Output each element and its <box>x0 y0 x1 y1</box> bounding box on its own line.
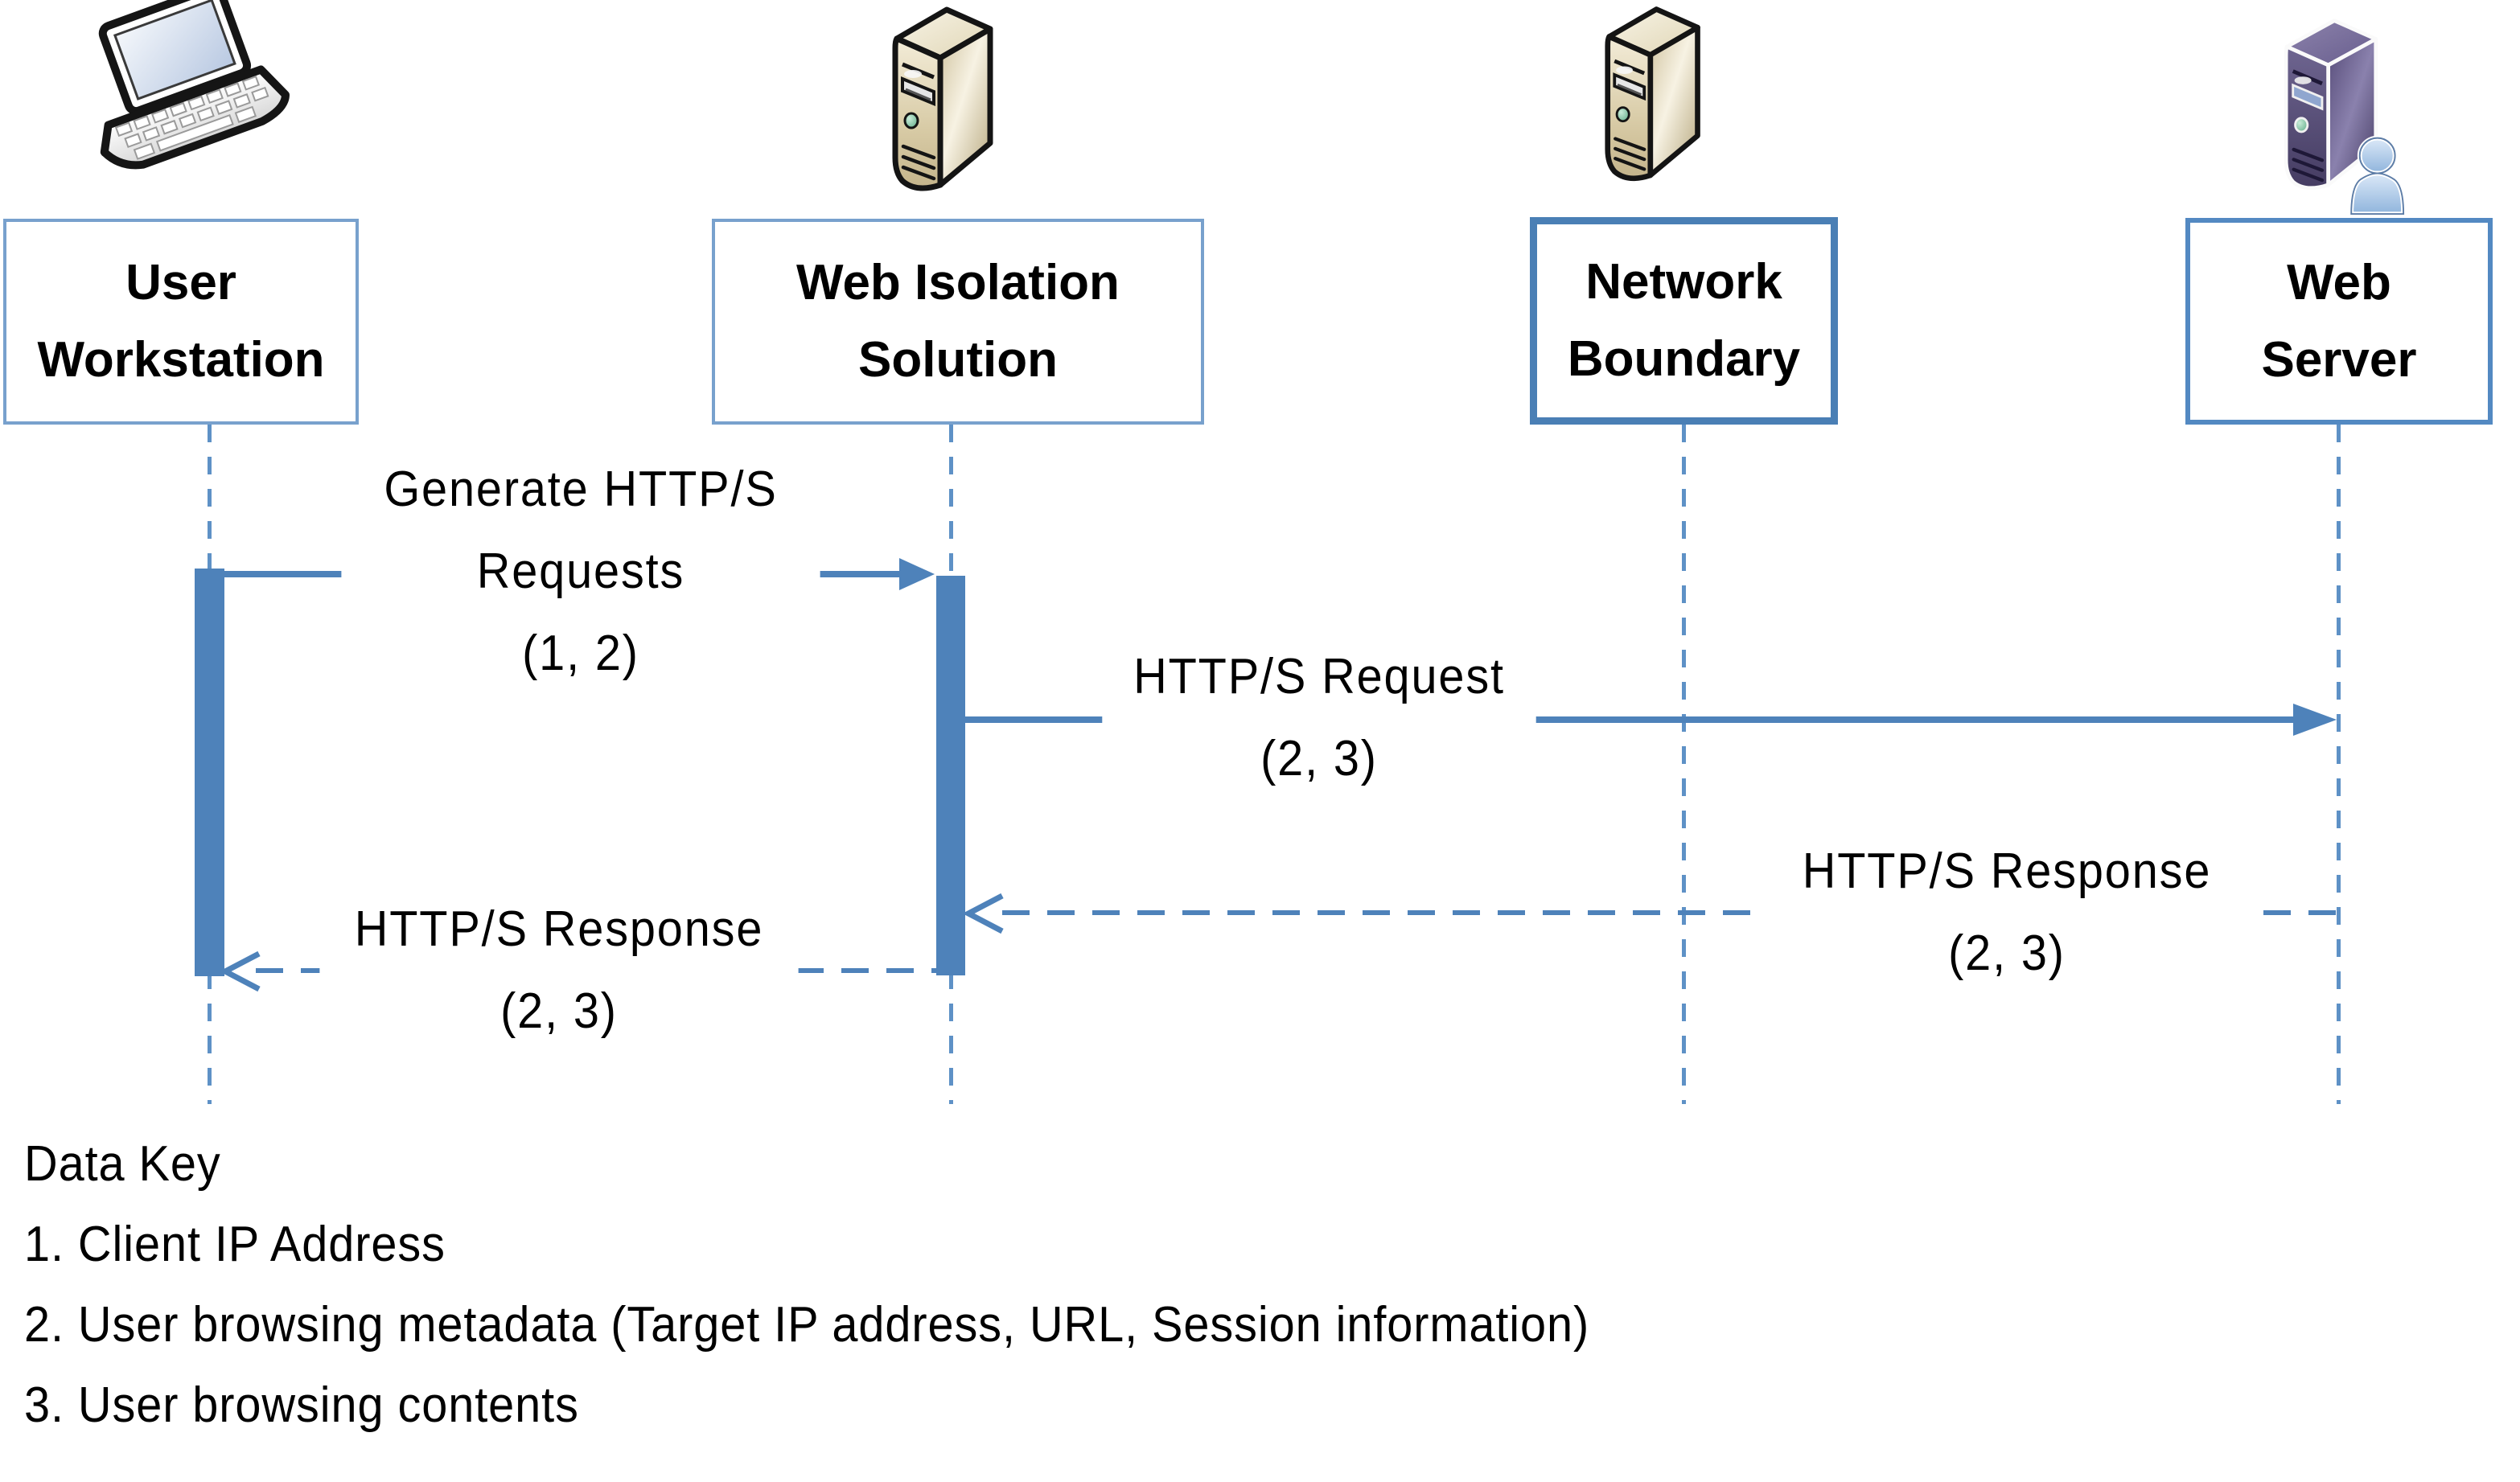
message-text: Requests <box>476 544 685 599</box>
server-icon <box>892 6 993 191</box>
message-label-generate-requests: Generate HTTP/S Requests (1, 2) <box>341 449 820 695</box>
actor-label: Server <box>2261 331 2417 388</box>
actor-label: Solution <box>858 332 1058 388</box>
actor-box-network-boundary: Network Boundary <box>1530 217 1838 425</box>
message-label-http-response-user: HTTP/S Response (2, 3) <box>319 889 799 1053</box>
actor-label: Web Isolation <box>796 255 1120 310</box>
actor-label: Web <box>2287 254 2391 310</box>
message-label-http-response-server: HTTP/S Response (2, 3) <box>1767 831 2247 995</box>
data-key-title: Data Key <box>24 1136 221 1192</box>
activation-bar-user-workstation <box>195 569 224 976</box>
data-key-item: 1. Client IP Address <box>24 1217 446 1272</box>
open-arrowhead-icon <box>962 893 1004 934</box>
message-text: Generate HTTP/S <box>384 462 778 517</box>
server-user-icon <box>2284 18 2406 216</box>
lifeline-network-boundary <box>1682 425 1686 1104</box>
actor-label: Workstation <box>37 332 325 388</box>
actor-box-web-server: Web Server <box>2185 218 2493 425</box>
message-text: (2, 3) <box>1260 731 1378 786</box>
solid-arrowhead-icon <box>899 558 935 590</box>
message-text: (2, 3) <box>500 983 618 1039</box>
actor-label: Boundary <box>1567 331 1801 387</box>
message-text: HTTP/S Response <box>354 901 764 957</box>
message-line-http-response-server <box>1002 910 2337 915</box>
server-icon <box>1605 6 1700 182</box>
solid-arrowhead-icon <box>2293 704 2337 736</box>
actor-label: Network <box>1585 254 1782 310</box>
actor-label: User <box>125 255 236 310</box>
data-key-item: 3. User browsing contents <box>24 1377 579 1433</box>
message-line-http-request <box>965 716 2295 723</box>
message-text: (2, 3) <box>1948 926 2066 981</box>
actor-box-user-workstation: User Workstation <box>3 219 359 425</box>
data-key: Data Key 1. Client IP Address 2. User br… <box>24 1124 1589 1446</box>
message-label-http-request: HTTP/S Request (2, 3) <box>1102 636 1536 800</box>
message-text: (1, 2) <box>522 626 639 681</box>
lifeline-web-server <box>2337 425 2341 1104</box>
data-key-item: 2. User browsing metadata (Target IP add… <box>24 1297 1590 1353</box>
laptop-icon <box>98 0 290 170</box>
message-text: HTTP/S Request <box>1133 649 1505 704</box>
person-icon <box>2349 135 2406 216</box>
message-text: HTTP/S Response <box>1802 844 2212 899</box>
open-arrowhead-icon <box>219 950 261 992</box>
actor-box-web-isolation-solution: Web Isolation Solution <box>712 219 1204 425</box>
activation-bar-web-isolation-solution <box>936 576 965 975</box>
